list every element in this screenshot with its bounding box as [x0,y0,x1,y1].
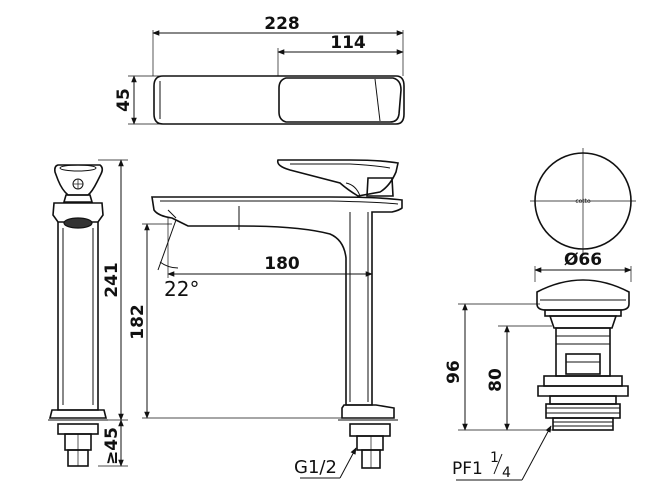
drain-thread-denominator: 4 [502,465,511,481]
reach-label: 180 [264,254,300,274]
spout [151,196,403,406]
plan-body-outline [153,75,405,125]
aerator-icon [63,217,93,229]
drain-diameter-label: Ø66 [564,250,602,270]
drain-thread-label: PF1 [452,459,483,479]
drain-body-height-label: 80 [486,368,506,392]
drain-total-height-label: 96 [444,360,464,384]
drain-logo-text: cotto [575,198,591,205]
plan-height-label: 45 [114,88,134,112]
angle-label: 22° [164,277,199,301]
drain-cap [536,279,630,311]
handle-width-label: 114 [330,33,366,53]
front-view: 180 22° 182 G1/2 [128,159,403,479]
overall-width-label: 228 [264,14,300,34]
drain-thread-numerator: 1 [490,450,499,466]
total-height-label: 241 [102,262,122,298]
connection-label: G1/2 [294,457,337,478]
mount-height-label: ≥45 [102,427,122,465]
drain-view: cotto Ø66 96 80 [444,148,636,481]
top-view: 228 114 45 [114,14,405,125]
side-view: 241 ≥45 [48,159,128,467]
spout-height-label: 182 [128,304,148,340]
plan-handle-outline [278,77,402,123]
lever-handle [276,159,399,197]
